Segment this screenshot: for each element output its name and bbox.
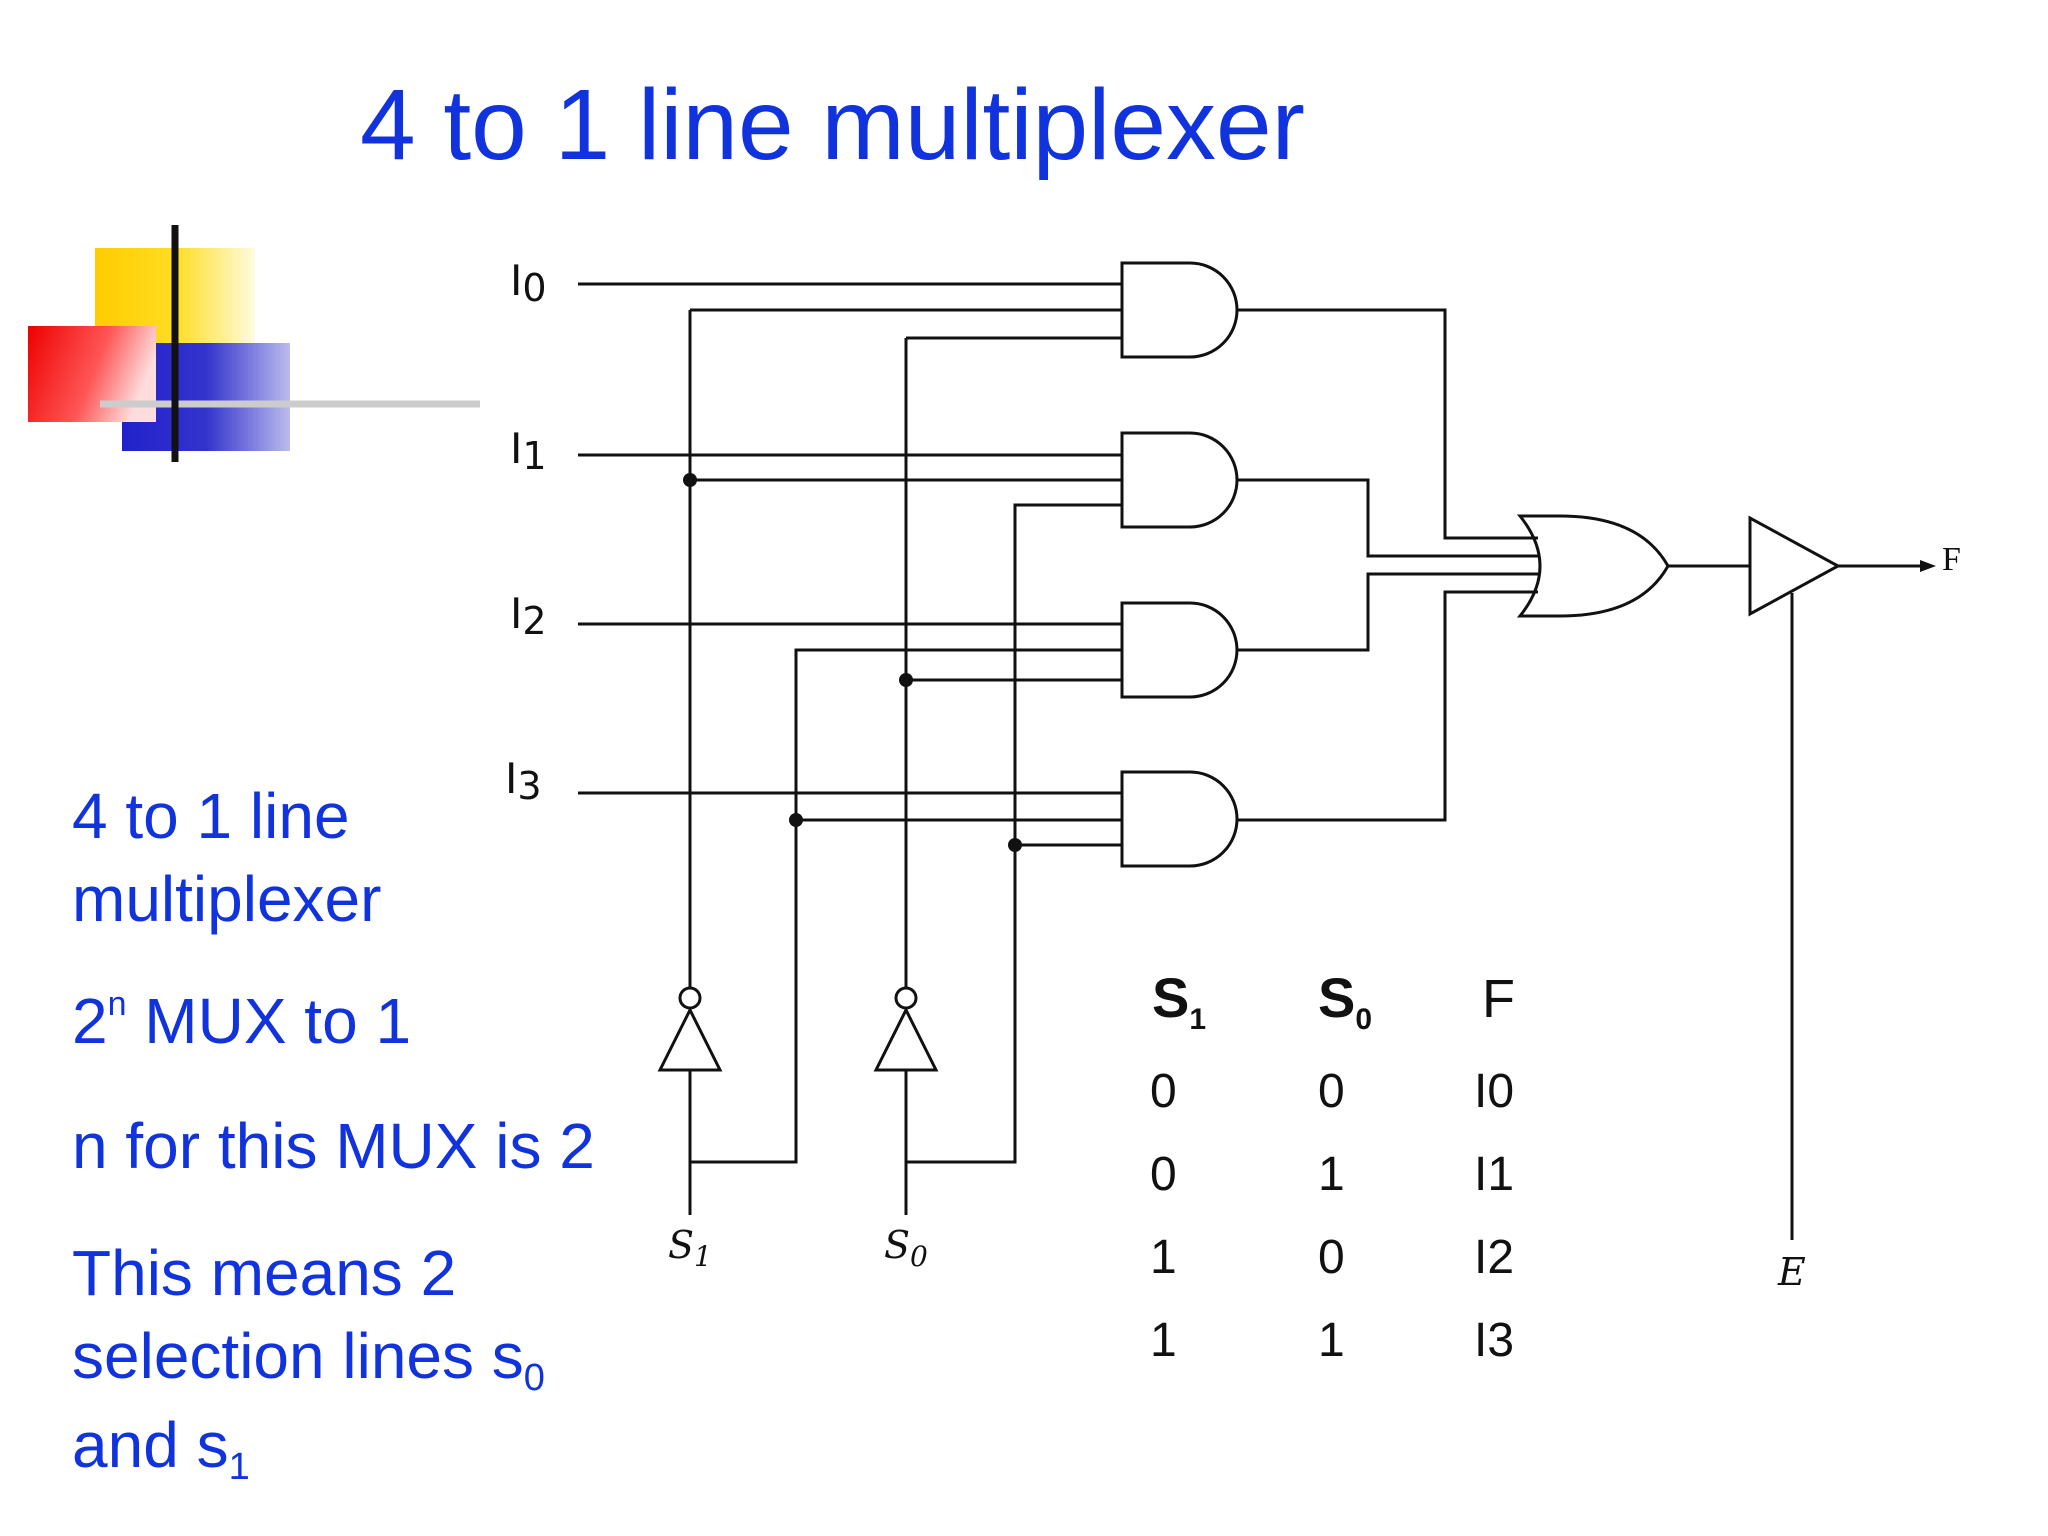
- truth-table-cell: 0: [1318, 1065, 1345, 1118]
- input-label-i1: I1: [510, 424, 547, 478]
- bullet-2-sup: n: [107, 985, 127, 1023]
- slide-title: 4 to 1 line multiplexer: [360, 69, 1305, 181]
- input-label-i3: I3: [505, 754, 542, 808]
- bullet-4-line3: and s: [72, 1408, 229, 1481]
- truth-table-cell: 1: [1150, 1231, 1177, 1284]
- enable-label: E: [1777, 1250, 1806, 1294]
- truth-table-cell: 1: [1318, 1148, 1345, 1201]
- bullet-4-line2: selection lines s: [72, 1320, 524, 1393]
- truth-table-header-s1: S1: [1152, 966, 1207, 1037]
- select-label-s0: S0: [884, 1223, 928, 1273]
- truth-table-header-f: F: [1482, 969, 1515, 1029]
- slide-logo-decoration: [28, 225, 480, 462]
- select-label-s1: S1: [668, 1223, 712, 1273]
- truth-table-cell: 0: [1150, 1065, 1177, 1118]
- truth-table-cell: I0: [1474, 1065, 1515, 1118]
- truth-table-cell: 0: [1318, 1231, 1345, 1284]
- bullet-4-sub0: 0: [523, 1357, 545, 1400]
- truth-table-cell: 1: [1150, 1314, 1177, 1367]
- bullet-2-rest: MUX to 1: [126, 985, 412, 1057]
- truth-table-cell: 1: [1318, 1314, 1345, 1367]
- truth-table-cell: 0: [1150, 1148, 1177, 1201]
- bullet-4-sub1: 1: [228, 1445, 250, 1488]
- bullet-4: This means 2 selection lines s0 and s1: [72, 1232, 545, 1492]
- bullet-2-base: 2: [72, 985, 108, 1057]
- truth-table-cell: I1: [1474, 1148, 1515, 1201]
- bullet-4-line1: This means 2: [72, 1237, 457, 1309]
- bullet-1-line2: multiplexer: [72, 863, 382, 936]
- bullet-2: 2n MUX to 1: [72, 980, 411, 1063]
- input-label-i0: I0: [510, 256, 547, 310]
- output-label: F: [1942, 541, 1961, 578]
- bullet-1-line1: 4 to 1 line: [72, 780, 350, 852]
- bullet-3: n for this MUX is 2: [72, 1110, 595, 1182]
- truth-table-cell: I3: [1474, 1314, 1515, 1367]
- truth-table-cell: I2: [1474, 1231, 1515, 1284]
- bullet-1: 4 to 1 line multiplexer: [72, 775, 381, 941]
- input-label-i2: I2: [510, 589, 547, 643]
- truth-table-header-s0: S0: [1318, 966, 1373, 1037]
